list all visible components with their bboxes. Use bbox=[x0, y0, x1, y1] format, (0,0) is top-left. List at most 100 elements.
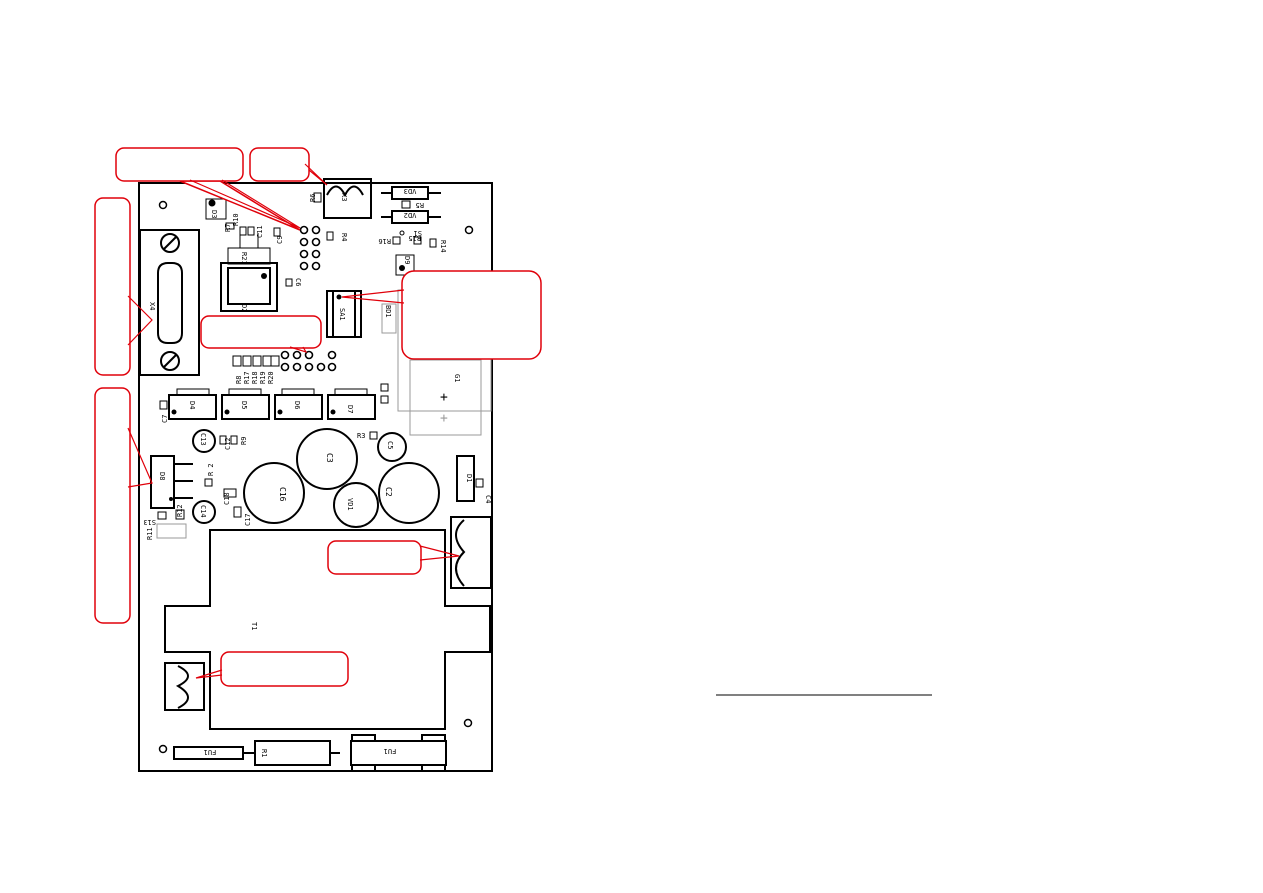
capacitor-pad bbox=[285, 278, 293, 287]
resistor-pad bbox=[204, 478, 213, 487]
diode-vd2: VD2 bbox=[381, 210, 441, 224]
resistor-pad bbox=[230, 435, 238, 445]
callout-left-x4 bbox=[94, 197, 153, 376]
capacitor-pad bbox=[380, 395, 389, 404]
c9-label: C9 bbox=[276, 236, 284, 244]
sa1-label: SA1 bbox=[338, 308, 346, 321]
resistor-pad bbox=[157, 511, 167, 520]
header-2x5 bbox=[280, 350, 337, 372]
c14-label: C14 bbox=[199, 505, 207, 518]
battery-plus-mark: + bbox=[440, 390, 448, 405]
fu1-holder-label: FU1 bbox=[384, 747, 397, 755]
mounting-hole bbox=[463, 718, 473, 728]
d3-label: D3 bbox=[210, 210, 218, 218]
connector-x3: X3 bbox=[323, 178, 372, 219]
component-d4: D4 bbox=[168, 388, 217, 420]
r17-label: R17 bbox=[243, 371, 251, 384]
callout-right-sa1 bbox=[341, 270, 542, 360]
d6-label: D6 bbox=[293, 401, 301, 409]
c5-label: C5 bbox=[386, 441, 394, 449]
diode-vd1 bbox=[333, 482, 379, 528]
resistor-pad bbox=[247, 226, 255, 236]
s13-label: S13 bbox=[143, 518, 156, 526]
callout-left-terminal bbox=[195, 651, 349, 687]
capacitor-c16 bbox=[243, 462, 305, 524]
transformer-t1 bbox=[164, 529, 491, 730]
component-d3: D3 bbox=[205, 198, 227, 220]
fuse-holder-fu1: FU1 bbox=[350, 734, 447, 772]
d2-label: D2 bbox=[240, 304, 248, 312]
d5-label: D5 bbox=[240, 401, 248, 409]
r14-label: R14 bbox=[439, 240, 447, 253]
resistor-pad bbox=[369, 431, 378, 440]
terminal-left bbox=[164, 662, 205, 711]
capacitor-pad bbox=[273, 227, 281, 237]
resistor-pad bbox=[401, 200, 411, 209]
c11-label: C11 bbox=[256, 225, 264, 238]
r12-label: R12 bbox=[176, 504, 184, 517]
callout-top-x3 bbox=[249, 147, 328, 186]
component-bd1 bbox=[381, 303, 397, 334]
r4-label: R4 bbox=[340, 233, 348, 241]
r3-label: R3 bbox=[357, 432, 365, 440]
d4-label: D4 bbox=[188, 401, 196, 409]
board-outline bbox=[138, 182, 493, 772]
resistor-array: R8 R17 R18 R19 R20 bbox=[232, 355, 280, 384]
x3-label: X3 bbox=[340, 193, 348, 201]
capacitor-pad bbox=[159, 400, 168, 410]
r19-label: R19 bbox=[259, 371, 267, 384]
c2-label: C2 bbox=[384, 487, 393, 497]
r6-label: R6 bbox=[309, 194, 317, 202]
c4-label: C4 bbox=[484, 495, 492, 503]
c16-label: C16 bbox=[278, 487, 287, 502]
r5-label: R5 bbox=[416, 201, 424, 209]
component-d5: D5 bbox=[221, 388, 270, 420]
d7-label: D7 bbox=[346, 405, 354, 413]
component-d1 bbox=[456, 455, 475, 502]
r8-label: R8 bbox=[235, 376, 243, 384]
component-d8: D8 bbox=[150, 455, 193, 509]
resistor-pad bbox=[413, 236, 422, 245]
c6-label: C6 bbox=[294, 278, 302, 286]
r11-label: R11 bbox=[146, 527, 154, 540]
resistor-r6-pad bbox=[313, 192, 322, 203]
capacitor-c2 bbox=[378, 462, 440, 524]
fu1-small-label: FU1 bbox=[204, 748, 217, 756]
x4-label: X4 bbox=[148, 302, 156, 310]
component-d2: R21 D2 bbox=[220, 233, 278, 312]
r7-label: R7 bbox=[224, 224, 232, 232]
component-d6: D6 bbox=[274, 388, 323, 420]
test-point bbox=[399, 230, 405, 236]
callout-header-2x5 bbox=[200, 315, 322, 354]
g1-label: G1 bbox=[453, 374, 461, 382]
c13-label: C13 bbox=[199, 433, 207, 446]
d9-label: D9 bbox=[403, 256, 411, 264]
callout-top-left bbox=[115, 147, 301, 231]
resistor-r10-pad bbox=[225, 222, 235, 230]
resistor-pad bbox=[392, 236, 401, 245]
c18-label: C18 bbox=[223, 492, 231, 505]
r16-label: R16 bbox=[378, 237, 391, 245]
r9-label: R9 bbox=[240, 437, 248, 445]
capacitor-pad bbox=[475, 478, 484, 488]
vd1-label: VD1 bbox=[346, 498, 354, 511]
c3-label: C3 bbox=[325, 453, 334, 463]
c12-label: C12 bbox=[224, 437, 232, 450]
c7-label: C7 bbox=[161, 415, 169, 423]
resistor-pad bbox=[326, 231, 334, 241]
capacitor-pad bbox=[219, 435, 227, 445]
connector-x4: X4 bbox=[139, 229, 200, 376]
capacitor-c3 bbox=[296, 428, 358, 490]
d1-label: D1 bbox=[465, 474, 473, 482]
d8-label: D8 bbox=[158, 472, 166, 480]
t1-label: T1 bbox=[250, 622, 258, 630]
r2-label: R 2 bbox=[207, 463, 215, 476]
terminal-right bbox=[450, 516, 492, 589]
capacitor-pad bbox=[380, 383, 389, 392]
mounting-hole bbox=[158, 200, 168, 210]
r21-label: R21 bbox=[240, 252, 248, 265]
header-2x4 bbox=[299, 225, 321, 271]
bd1-label: BD1 bbox=[384, 305, 392, 318]
capacitor-pad bbox=[223, 488, 237, 498]
